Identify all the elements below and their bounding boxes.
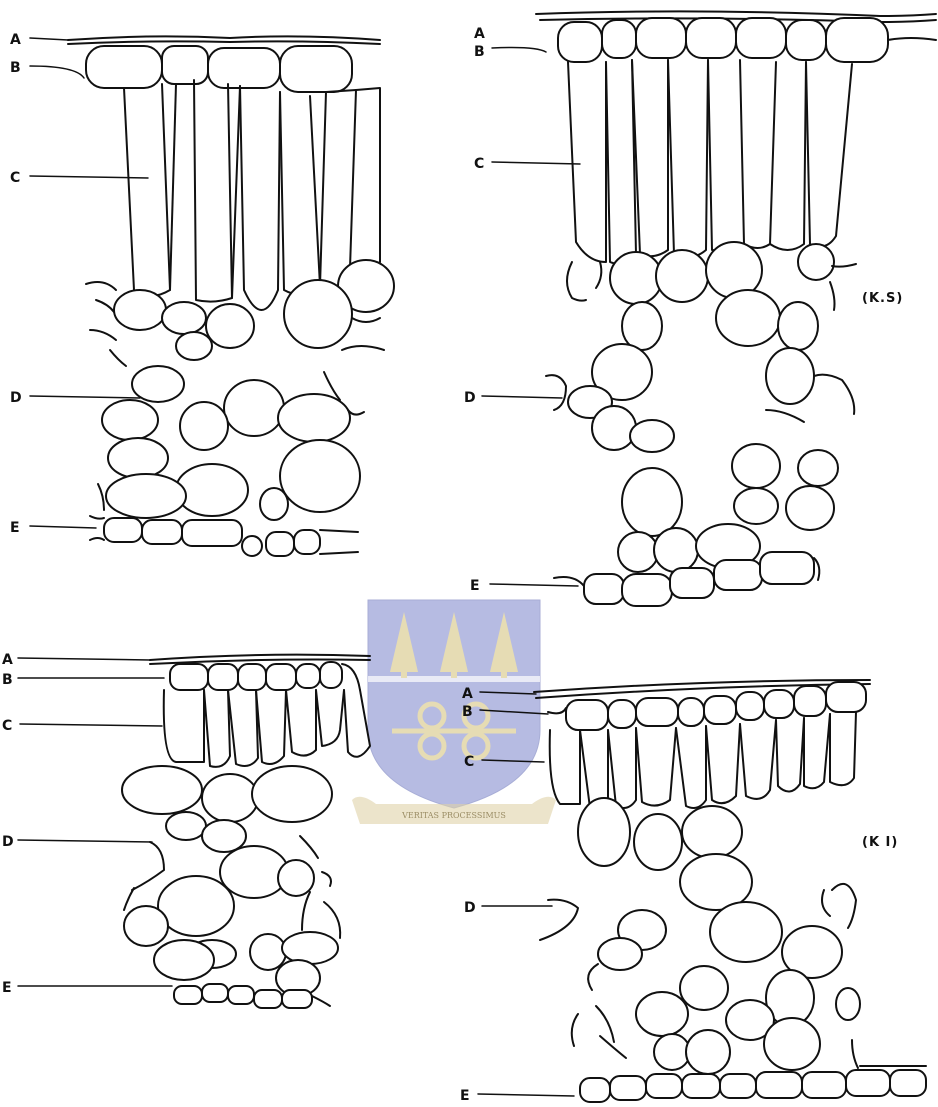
label-b: B xyxy=(462,704,473,720)
upper-epidermis xyxy=(558,18,936,62)
panel-bottom-left: A B C D E xyxy=(2,652,370,1008)
spongy-mesophyll xyxy=(572,798,860,1074)
label-b: B xyxy=(2,672,13,688)
label-e: E xyxy=(470,578,480,594)
label-a: A xyxy=(462,686,473,702)
panel-top-right: A B C D E (K.S) xyxy=(464,11,936,606)
spongy-mesophyll xyxy=(86,260,394,520)
upper-epidermis xyxy=(86,46,352,92)
label-c: C xyxy=(10,170,20,186)
label-e: E xyxy=(460,1088,470,1104)
panel-top-left: A B C D E xyxy=(10,32,394,556)
watermark-motto: VERITAS PROCESSIMUS xyxy=(401,811,506,820)
lower-epidermis xyxy=(580,1066,926,1102)
palisade-layer xyxy=(568,60,852,264)
label-b: B xyxy=(10,60,21,76)
label-a: A xyxy=(10,32,21,48)
panel-tag: (K I) xyxy=(862,835,898,850)
label-c: C xyxy=(474,156,484,172)
spongy-mesophyll xyxy=(567,242,856,572)
label-a: A xyxy=(474,26,485,42)
label-e: E xyxy=(2,980,12,996)
upper-epidermis xyxy=(566,682,866,730)
upper-epidermis xyxy=(170,662,360,690)
panel-tag: (K.S) xyxy=(862,291,903,306)
label-c: C xyxy=(464,754,474,770)
palisade-layer xyxy=(164,690,370,767)
lower-epidermis xyxy=(90,516,358,556)
label-d: D xyxy=(464,390,476,406)
label-a: A xyxy=(2,652,13,668)
label-e: E xyxy=(10,520,20,536)
label-d: D xyxy=(464,900,476,916)
label-d: D xyxy=(10,390,22,406)
label-c: C xyxy=(2,718,12,734)
spongy-mesophyll xyxy=(122,766,340,996)
label-b: B xyxy=(474,44,485,60)
label-d: D xyxy=(2,834,14,850)
